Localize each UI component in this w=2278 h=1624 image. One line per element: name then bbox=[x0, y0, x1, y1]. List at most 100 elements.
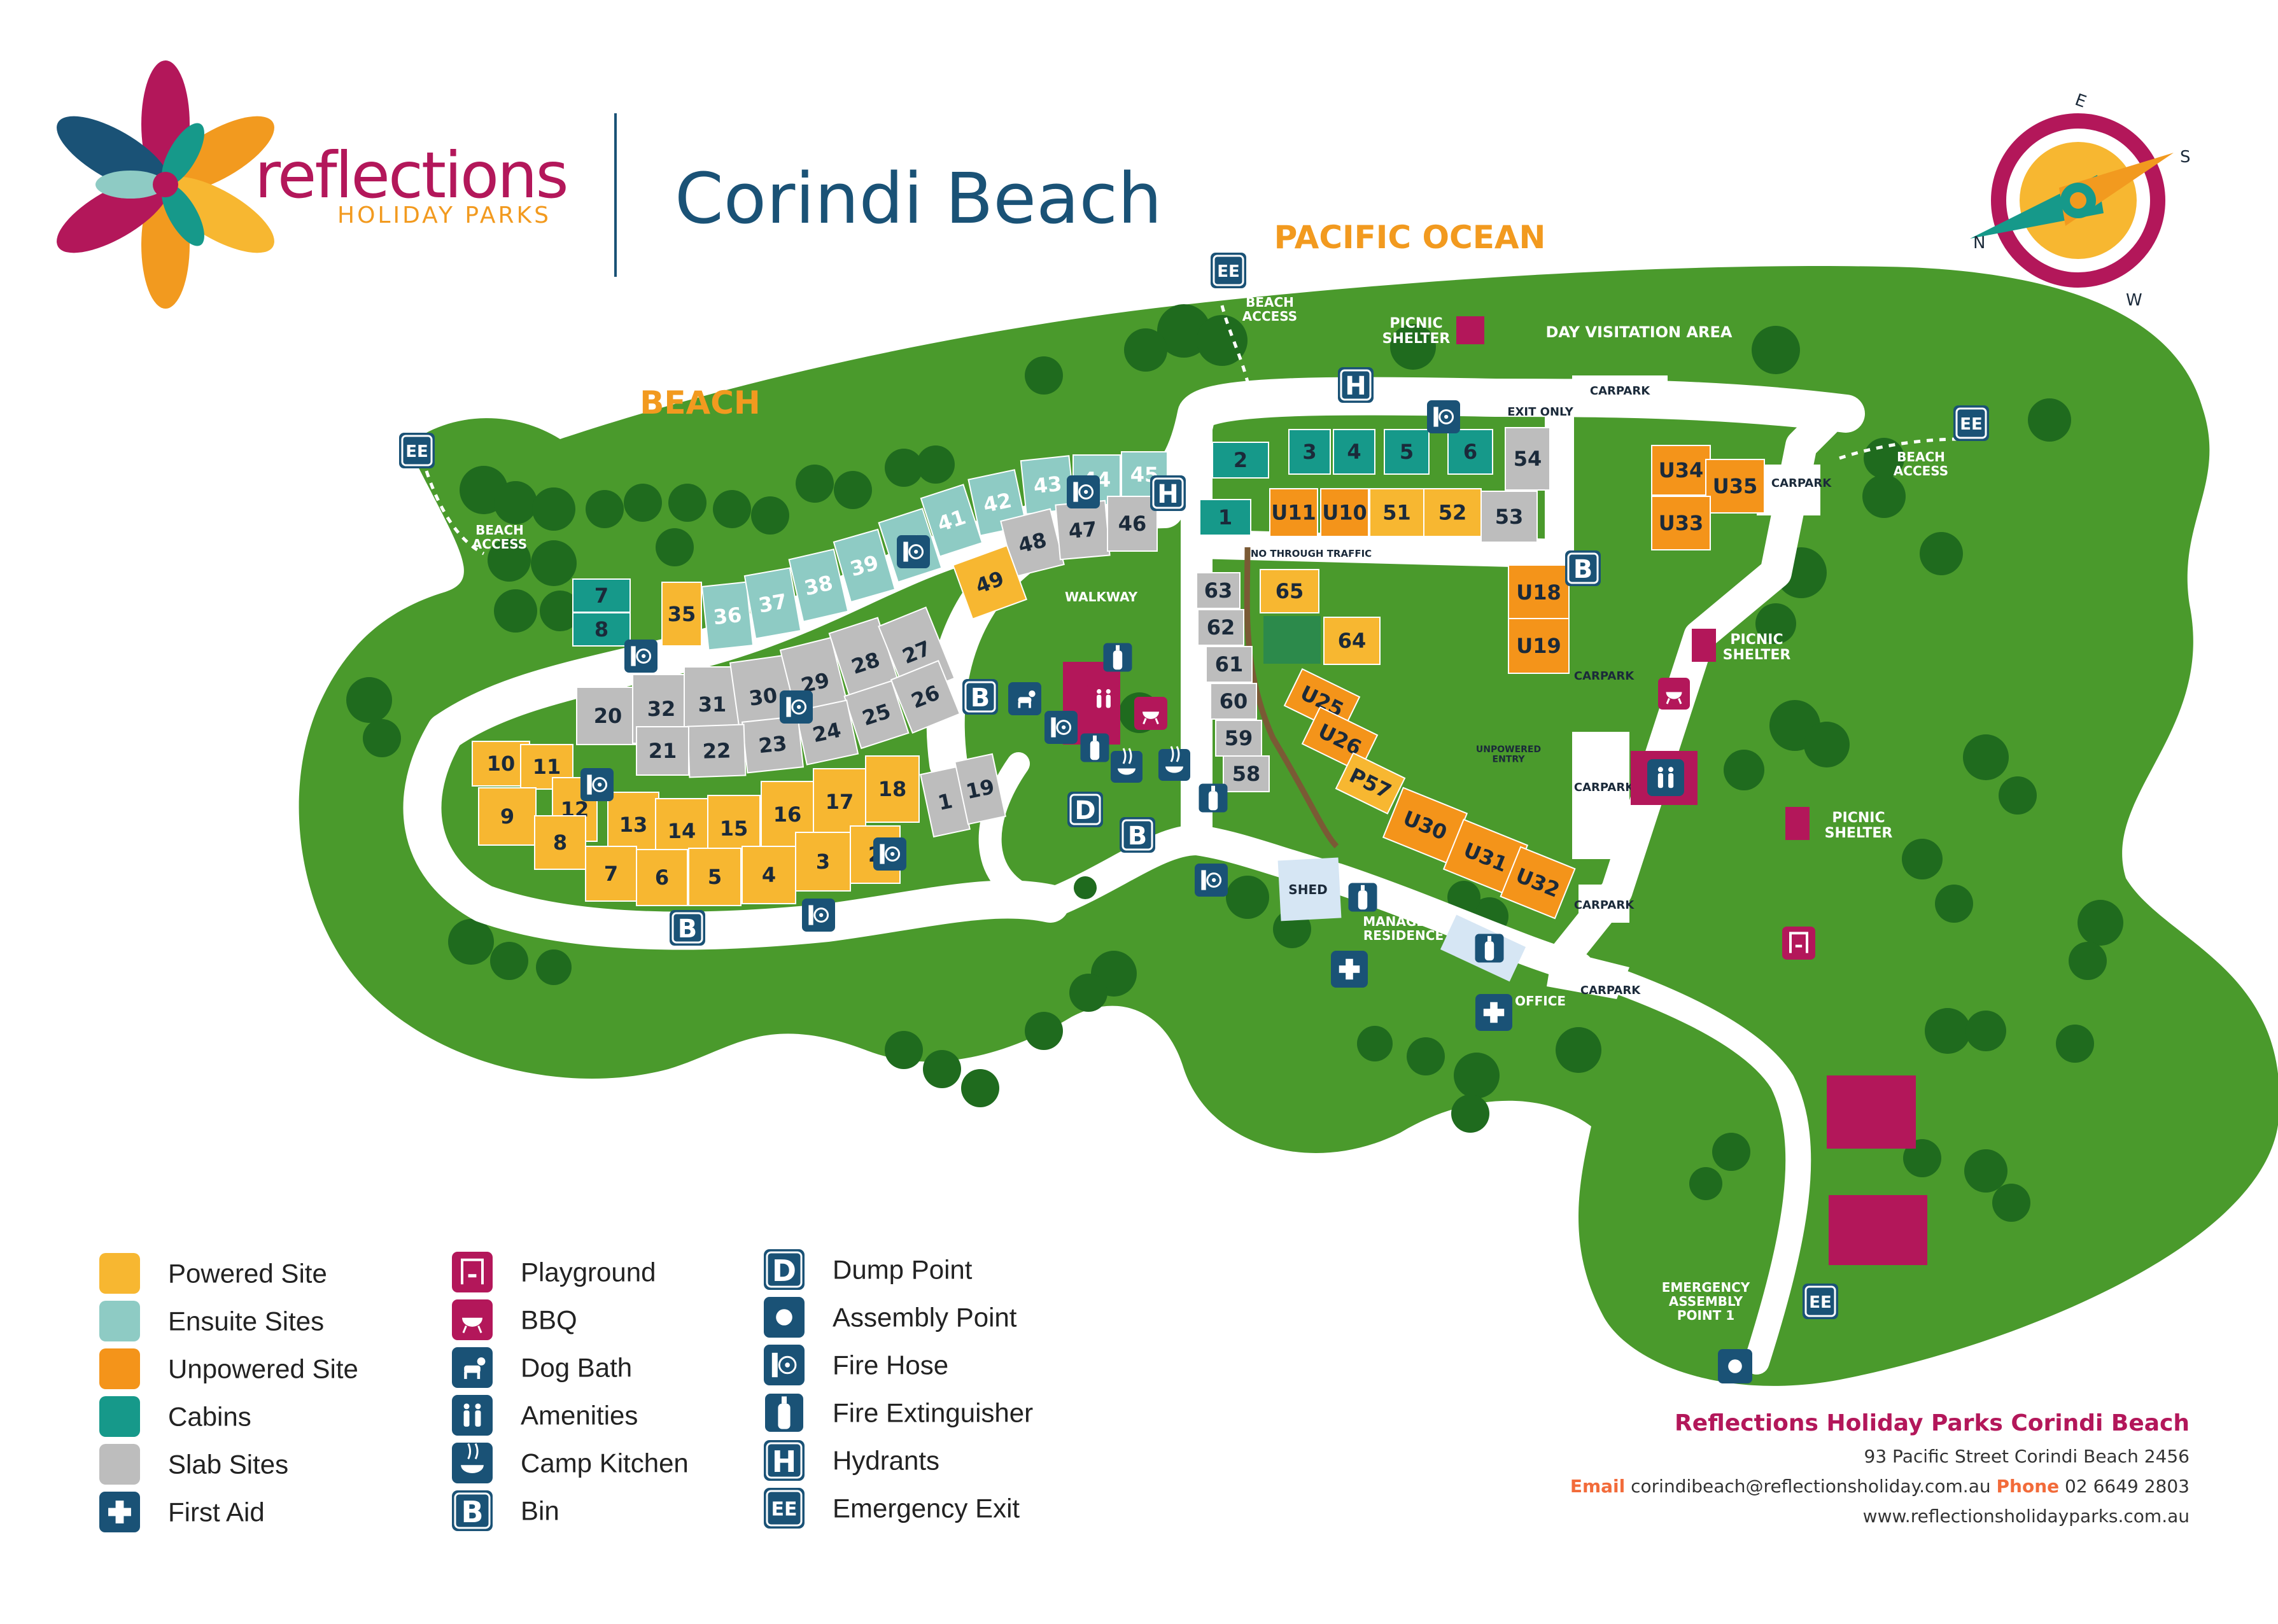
site-number: 65 bbox=[1276, 579, 1304, 603]
site-powered-7[interactable]: 7 bbox=[585, 846, 637, 902]
site-cabin-1[interactable]: 1 bbox=[1199, 499, 1251, 536]
site-powered-9[interactable]: 9 bbox=[478, 787, 537, 846]
site-unpowered-U34[interactable]: U34 bbox=[1651, 445, 1711, 496]
site-powered-3[interactable]: 3 bbox=[795, 832, 851, 892]
site-powered-11[interactable]: 11 bbox=[520, 744, 573, 790]
assembly-garden bbox=[1074, 876, 1097, 899]
site-slab-60[interactable]: 60 bbox=[1210, 683, 1257, 720]
site-slab-61[interactable]: 61 bbox=[1206, 646, 1253, 683]
site-slab-62[interactable]: 62 bbox=[1197, 609, 1244, 646]
site-ensuite-36[interactable]: 36 bbox=[701, 581, 754, 651]
legend-label: First Aid bbox=[168, 1497, 265, 1527]
site-powered-64[interactable]: 64 bbox=[1323, 617, 1381, 665]
svg-text:B: B bbox=[678, 914, 698, 944]
site-cabin-2[interactable]: 2 bbox=[1212, 442, 1269, 479]
site-powered-18[interactable]: 18 bbox=[865, 755, 920, 823]
site-slab-59[interactable]: 59 bbox=[1215, 720, 1262, 757]
site-slab-47[interactable]: 47 bbox=[1055, 500, 1111, 561]
site-unpowered-U11[interactable]: U11 bbox=[1269, 488, 1318, 537]
site-plot bbox=[572, 612, 631, 647]
site-plot bbox=[890, 659, 961, 734]
site-unpowered-U33[interactable]: U33 bbox=[1651, 496, 1711, 550]
site-unpowered-U31[interactable]: U31 bbox=[1442, 818, 1529, 896]
site-ensuite-41[interactable]: 41 bbox=[920, 484, 983, 557]
site-powered-51[interactable]: 51 bbox=[1369, 488, 1424, 537]
svg-text:H: H bbox=[772, 1445, 797, 1479]
site-powered-35[interactable]: 35 bbox=[661, 582, 702, 647]
carparks bbox=[1547, 375, 1820, 999]
contact-phone[interactable]: 02 6649 2803 bbox=[2065, 1476, 2190, 1497]
legend-item: Ensuite Sites bbox=[99, 1301, 324, 1341]
site-number: 5 bbox=[1400, 440, 1414, 464]
contact-block: Reflections Holiday Parks Corindi Beach … bbox=[1570, 1410, 2190, 1527]
site-powered-6[interactable]: 6 bbox=[636, 849, 688, 906]
site-slab-58[interactable]: 58 bbox=[1223, 755, 1270, 792]
svg-text:EE: EE bbox=[1217, 262, 1240, 281]
site-unpowered-U10[interactable]: U10 bbox=[1320, 488, 1369, 537]
emergency-exit-icon[interactable]: EE bbox=[1953, 405, 1989, 441]
site-cabin-7[interactable]: 7 bbox=[572, 578, 631, 613]
site-unpowered-U35[interactable]: U35 bbox=[1705, 459, 1765, 514]
site-cabin-6[interactable]: 6 bbox=[1447, 429, 1493, 475]
site-slab-63[interactable]: 63 bbox=[1196, 572, 1241, 609]
site-plot bbox=[743, 567, 802, 640]
hydrant-icon: H bbox=[764, 1440, 805, 1481]
emergency-exit-icon: EE bbox=[764, 1488, 805, 1529]
amenities-icon bbox=[1647, 759, 1684, 796]
site-cabin-4[interactable]: 4 bbox=[1333, 429, 1375, 475]
site-plot bbox=[576, 687, 640, 745]
fire-extinguisher-icon bbox=[1475, 934, 1504, 963]
site-unpowered-U30[interactable]: U30 bbox=[1382, 787, 1468, 864]
site-powered-P57[interactable]: P57 bbox=[1335, 752, 1406, 815]
site-ensuite-37[interactable]: 37 bbox=[743, 567, 802, 640]
site-unpowered-U19[interactable]: U19 bbox=[1508, 618, 1570, 674]
emergency-exit-icon[interactable]: EE bbox=[399, 433, 435, 468]
site-slab-54[interactable]: 54 bbox=[1505, 427, 1550, 491]
site-powered-52[interactable]: 52 bbox=[1423, 488, 1482, 537]
site-slab-23[interactable]: 23 bbox=[741, 715, 805, 774]
site-number: 63 bbox=[1204, 578, 1233, 603]
site-slab-46[interactable]: 46 bbox=[1107, 496, 1158, 552]
legend-label: Fire Hose bbox=[833, 1350, 948, 1380]
site-powered-49[interactable]: 49 bbox=[952, 545, 1027, 620]
site-plot bbox=[1212, 442, 1269, 479]
site-cabin-5[interactable]: 5 bbox=[1384, 429, 1430, 475]
fire-hose-icon bbox=[1427, 400, 1460, 433]
site-cabin-8[interactable]: 8 bbox=[572, 612, 631, 647]
site-slab-48[interactable]: 48 bbox=[1000, 508, 1065, 578]
contact-website[interactable]: www.reflectionsholidayparks.com.au bbox=[1863, 1506, 2190, 1527]
site-slab-21[interactable]: 21 bbox=[636, 726, 689, 776]
emergency-exit-icon[interactable]: EE bbox=[1803, 1284, 1838, 1319]
fire-hose-icon bbox=[802, 899, 835, 932]
site-ensuite-39[interactable]: 39 bbox=[833, 528, 896, 603]
site-plot bbox=[534, 815, 586, 870]
site-unpowered-U18[interactable]: U18 bbox=[1508, 564, 1570, 620]
site-plot bbox=[1323, 617, 1381, 665]
emergency-exit-icon[interactable]: EE bbox=[1211, 253, 1246, 288]
site-unpowered-U32[interactable]: U32 bbox=[1500, 846, 1576, 920]
site-powered-4[interactable]: 4 bbox=[742, 846, 796, 904]
contact-email-phone-row: Email corindibeach@reflectionsholiday.co… bbox=[1570, 1476, 2190, 1497]
site-slab-22[interactable]: 22 bbox=[687, 724, 747, 778]
site-slab-53[interactable]: 53 bbox=[1480, 491, 1538, 543]
site-slab-25[interactable]: 25 bbox=[843, 680, 910, 750]
shed-building bbox=[1277, 857, 1342, 921]
legend-label: Slab Sites bbox=[168, 1450, 288, 1480]
site-plot bbox=[813, 768, 866, 836]
site-ensuite-43[interactable]: 43 bbox=[1020, 455, 1076, 515]
site-slab-26[interactable]: 26 bbox=[890, 659, 961, 734]
site-powered-8[interactable]: 8 bbox=[534, 815, 586, 870]
site-powered-5[interactable]: 5 bbox=[688, 848, 742, 906]
site-cabin-3[interactable]: 3 bbox=[1288, 429, 1331, 475]
contact-email[interactable]: corindibeach@reflectionsholiday.com.au bbox=[1631, 1476, 1990, 1497]
monument-area bbox=[1263, 616, 1321, 664]
site-powered-65[interactable]: 65 bbox=[1260, 569, 1319, 613]
fire-hose-icon bbox=[897, 535, 930, 568]
site-slab-20[interactable]: 20 bbox=[576, 687, 640, 745]
site-powered-17[interactable]: 17 bbox=[813, 768, 866, 836]
site-ensuite-38[interactable]: 38 bbox=[788, 548, 849, 623]
site-slab-19[interactable]: 19 bbox=[954, 753, 1006, 825]
svg-text:B: B bbox=[461, 1495, 483, 1529]
